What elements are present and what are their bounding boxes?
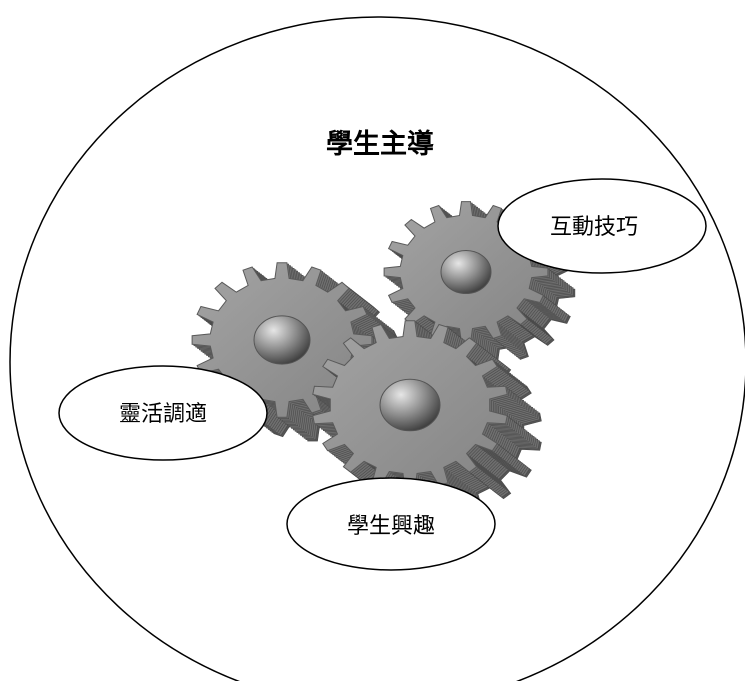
label-text: 學生興趣 [347, 514, 435, 539]
label-bubble-left: 靈活調適 [58, 365, 268, 461]
label-bubble-top-right: 互動技巧 [497, 178, 707, 274]
label-bubble-bottom: 學生興趣 [286, 477, 496, 571]
outer-circle [9, 16, 745, 681]
diagram-title: 學生主導 [326, 128, 434, 160]
gear-icon [312, 320, 542, 517]
label-text: 互動技巧 [550, 215, 638, 240]
gear-icon [383, 201, 576, 364]
label-text: 靈活調適 [119, 402, 207, 427]
